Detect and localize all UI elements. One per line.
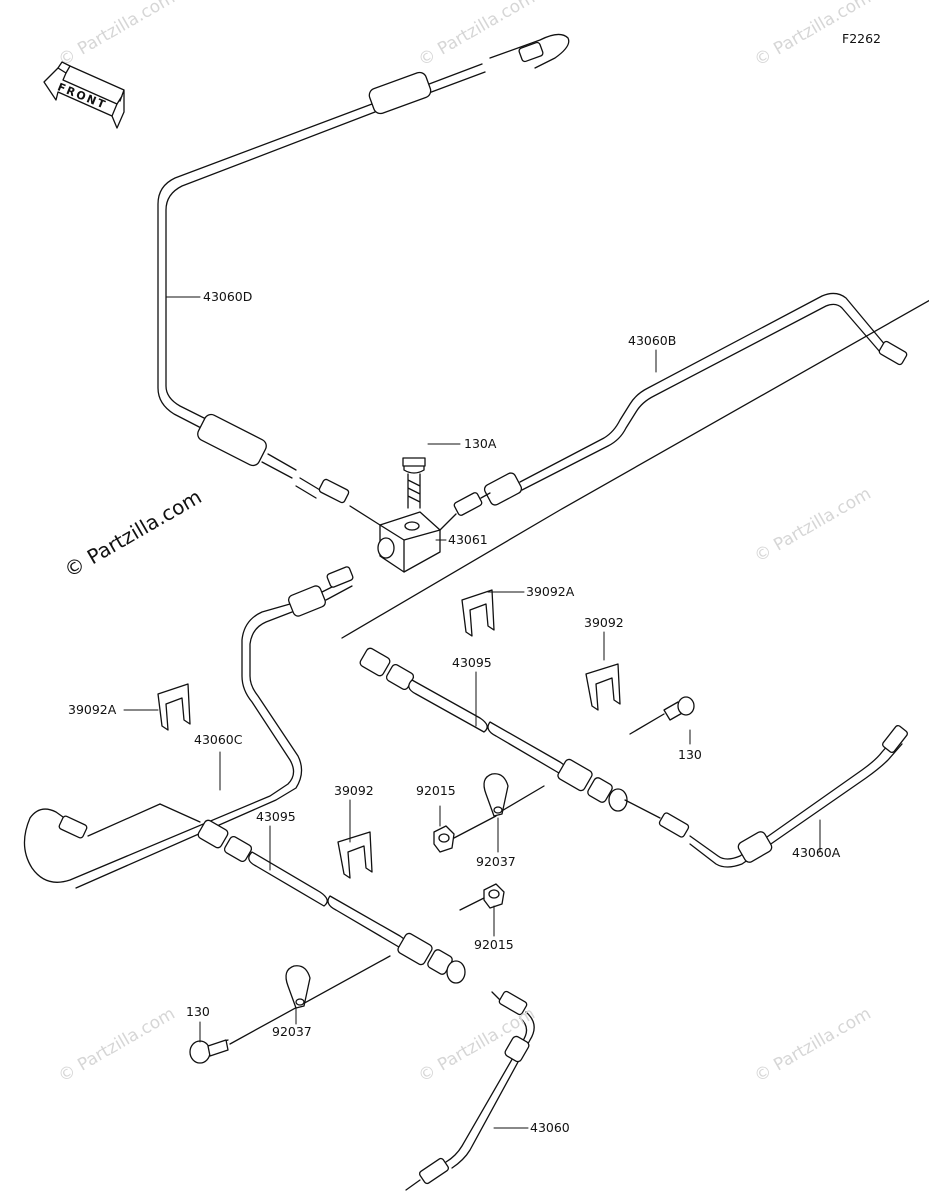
bolt-130-right: [629, 696, 695, 735]
part-label-130A[interactable]: 130A: [464, 436, 497, 451]
front-arrow-icon: [43, 61, 125, 129]
clip-39092A-left: [157, 683, 191, 731]
part-label-43060[interactable]: 43060: [530, 1120, 570, 1135]
part-label-43060A[interactable]: 43060A: [792, 845, 841, 860]
part-label-39092-right[interactable]: 39092: [584, 615, 624, 630]
part-label-92015-bottom[interactable]: 92015: [474, 937, 514, 952]
part-label-43095-right[interactable]: 43095: [452, 655, 492, 670]
clip-39092A-top: [461, 589, 495, 637]
part-label-92037-bottom[interactable]: 92037: [272, 1024, 312, 1039]
bolt-130A: [402, 457, 426, 509]
joint-block-43061: [349, 505, 457, 573]
diagram-code: F2262: [842, 31, 882, 46]
part-label-43095-left[interactable]: 43095: [256, 809, 296, 824]
nut-92015-top: [433, 785, 545, 853]
clip-39092-right: [585, 663, 621, 711]
part-label-39092A-top[interactable]: 39092A: [526, 584, 575, 599]
part-label-43060B[interactable]: 43060B: [628, 333, 677, 348]
clamp-92037-top: [483, 773, 509, 817]
leader-lines: [123, 296, 821, 1129]
clamp-92037-bottom: [285, 965, 311, 1009]
part-label-43060D[interactable]: 43060D: [203, 289, 253, 304]
part-label-43060C[interactable]: 43060C: [194, 732, 243, 747]
clip-39092-mid: [337, 831, 373, 879]
brake-hose-43095-right: [341, 299, 929, 819]
brake-tube-43060D: [157, 33, 570, 504]
brake-tube-43060C: [23, 566, 354, 889]
nut-92015-bottom: [459, 883, 505, 911]
part-label-92037-top[interactable]: 92037: [476, 854, 516, 869]
brake-tube-43060B: [453, 292, 908, 516]
part-label-43061[interactable]: 43061: [448, 532, 488, 547]
brake-tube-43060: [405, 990, 535, 1191]
part-label-92015-top[interactable]: 92015: [416, 783, 456, 798]
part-label-130-right[interactable]: 130: [678, 747, 702, 762]
part-label-130-left[interactable]: 130: [186, 1004, 210, 1019]
bolt-130-left: [189, 1039, 229, 1064]
brake-hose-43095-left: [159, 803, 466, 1045]
part-label-39092-mid[interactable]: 39092: [334, 783, 374, 798]
part-label-39092A-left[interactable]: 39092A: [68, 702, 117, 717]
brake-tube-43060A: [658, 725, 908, 868]
